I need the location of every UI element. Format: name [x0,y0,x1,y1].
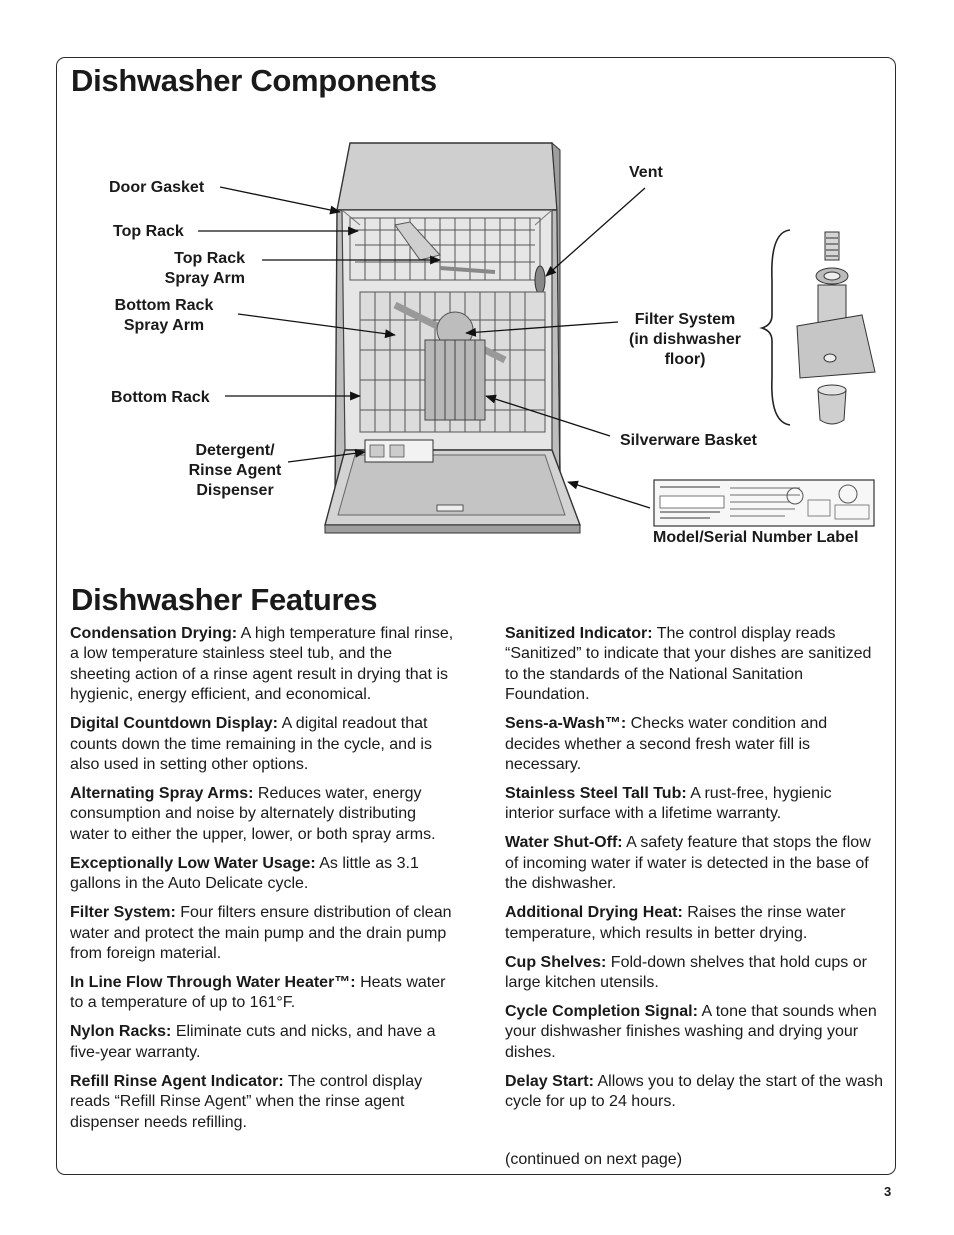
feature-term: Sens-a-Wash™: [505,715,627,733]
label-top-rack-spray-arm-line1: Top Rack [174,250,245,267]
feature-item: Nylon Racks: Eliminate cuts and nicks, a… [70,1022,454,1063]
feature-item: Sens-a-Wash™: Checks water condition and… [505,714,883,775]
feature-text: A tone that sounds when your dishwasher … [505,1003,877,1061]
feature-text: A rust-free, hygienic interior surface w… [505,785,832,823]
feature-item: Additional Drying Heat: Raises the rinse… [505,903,883,944]
label-detergent-dispenser: Detergent/ Rinse Agent Dispenser [180,441,290,501]
label-bottom-rack-spray-arm-line1: Bottom Rack [114,297,214,314]
filter-system-parts [796,231,876,425]
label-bottom-rack: Bottom Rack [111,389,210,406]
page-number: 3 [884,1184,892,1199]
feature-text: Four filters ensure distribution of clea… [70,904,452,963]
features-title: Dishwasher Features [71,582,378,617]
feature-text: The control display reads “Refill Rinse … [70,1072,423,1131]
feature-term: Refill Rinse Agent Indicator: [70,1072,284,1090]
feature-term: Sanitized Indicator: [505,625,653,642]
page-frame [56,57,896,1175]
features-left-column: Condensation Drying: A high temperature … [70,624,454,1142]
feature-item: Refill Rinse Agent Indicator: The contro… [70,1072,454,1133]
label-model-serial: Model/Serial Number Label [653,529,859,546]
feature-item: Sanitized Indicator: The control display… [505,624,883,706]
filter-brace [759,229,791,426]
feature-text: Raises the rinse water temperature, whic… [505,904,846,942]
label-bottom-rack-spray-arm-line2: Spray Arm [123,317,205,334]
feature-item: In Line Flow Through Water Heater™: Heat… [70,973,454,1014]
feature-text: Eliminate cuts and nicks, and have a fiv… [70,1023,436,1061]
feature-term: Stainless Steel Tall Tub: [505,785,687,803]
feature-term: Condensation Drying: [70,625,238,642]
feature-text: Allows you to delay the start of the was… [505,1072,883,1111]
feature-term: Filter System: [70,904,176,922]
silverware-basket [424,339,486,421]
feature-text: Reduces water, energy consumption and no… [70,785,436,843]
label-top-rack: Top Rack [113,223,184,240]
label-filter-line3: floor) [664,351,706,368]
feature-text: Heats water to a temperature of up to 16… [70,974,446,1012]
feature-item: Stainless Steel Tall Tub: A rust-free, h… [505,784,883,825]
label-bottom-rack-spray-arm: Bottom Rack Spray Arm [106,296,222,336]
feature-item: Digital Countdown Display: A digital rea… [70,714,454,775]
label-filter-system: Filter System (in dishwasher floor) [620,310,750,370]
continued-note: (continued on next page) [505,1151,683,1168]
label-silverware-basket: Silverware Basket [620,432,757,449]
feature-term: Alternating Spray Arms: [70,785,254,803]
feature-text: Checks water condition and decides wheth… [505,715,828,774]
label-door-gasket: Door Gasket [109,179,205,196]
feature-item: Cup Shelves: Fold-down shelves that hold… [505,953,883,994]
feature-term: Water Shut-Off: [505,834,623,852]
feature-text: Fold-down shelves that hold cups or larg… [505,953,867,992]
feature-term: In Line Flow Through Water Heater™: [70,974,356,992]
feature-term: Cycle Completion Signal: [505,1003,698,1021]
label-detergent-line2: Rinse Agent [188,462,282,479]
feature-text: A digital readout that counts down the t… [70,715,432,774]
label-vent: Vent [629,164,663,181]
feature-term: Delay Start: [505,1072,594,1090]
label-filter-line2: (in dishwasher [628,331,742,348]
feature-item: Water Shut-Off: A safety feature that st… [505,833,883,894]
feature-term: Exceptionally Low Water Usage: [70,854,316,872]
feature-term: Nylon Racks: [70,1023,172,1041]
feature-text: A safety feature that stops the flow of … [505,834,871,893]
feature-text: A high temperature final rinse, a low te… [70,625,454,704]
feature-item: Cycle Completion Signal: A tone that sou… [505,1002,883,1063]
feature-term: Cup Shelves: [505,953,607,971]
feature-item: Filter System: Four filters ensure distr… [70,903,454,964]
feature-term: Additional Drying Heat: [505,904,683,922]
feature-item: Condensation Drying: A high temperature … [70,624,454,706]
components-title: Dishwasher Components [71,63,437,98]
vent [534,265,546,295]
feature-term: Digital Countdown Display: [70,715,278,733]
label-top-rack-spray-arm: Top Rack Spray Arm [150,249,245,289]
label-filter-line1: Filter System [634,311,736,328]
feature-text: The control display reads “Sanitized” to… [505,625,872,704]
label-top-rack-spray-arm-line2: Spray Arm [164,270,245,287]
dishwasher-door [324,439,582,534]
feature-item: Delay Start: Allows you to delay the sta… [505,1072,883,1113]
top-rack [349,217,541,281]
leader-lines [198,186,651,509]
features-right-column: Sanitized Indicator: The control display… [505,624,883,1121]
feature-item: Exceptionally Low Water Usage: As little… [70,854,454,895]
label-detergent-line3: Dispenser [196,482,274,499]
feature-item: Alternating Spray Arms: Reduces water, e… [70,784,454,845]
feature-text: As little as 3.1 gallons in the Auto Del… [70,854,419,893]
label-detergent-line1: Detergent/ [195,442,275,459]
model-serial-label-image [653,479,875,527]
